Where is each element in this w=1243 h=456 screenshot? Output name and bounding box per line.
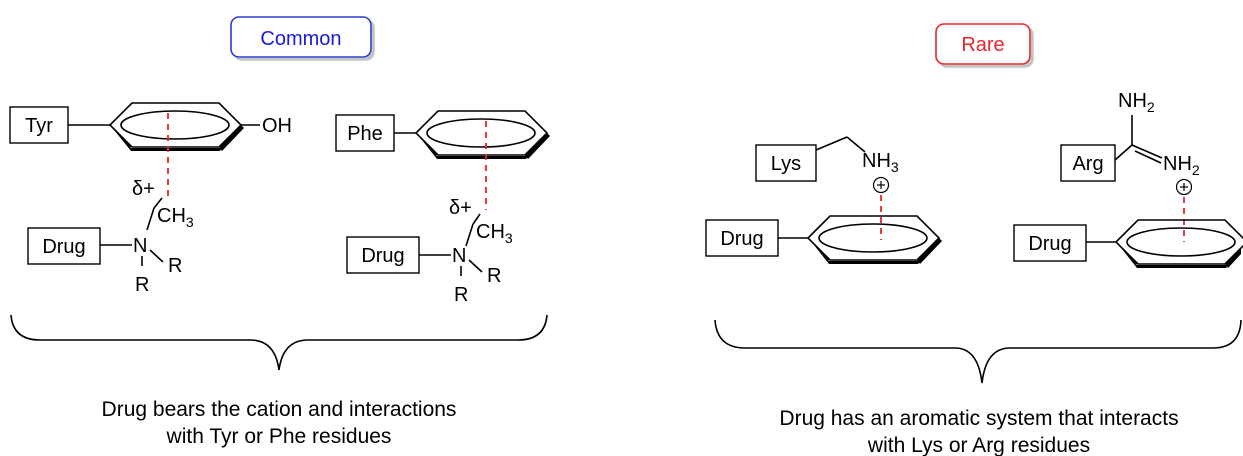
tyr-interaction: Tyr OH δ+ CH3 Drug N R R <box>9 102 292 296</box>
arg-interaction: NH2 Arg NH2 Drug <box>1013 90 1243 268</box>
rare-label: Rare <box>961 34 1004 56</box>
tyr-box <box>9 106 69 144</box>
n-label-2: N <box>452 245 466 267</box>
lys-box <box>755 144 817 182</box>
ch3-label-1: CH3 <box>157 205 194 230</box>
plus-charge-icon-2 <box>1175 178 1193 196</box>
arg-drug-benzene-ring <box>1114 219 1243 268</box>
left-caption-line1: Drug bears the cation and interactions <box>102 398 457 421</box>
right-caption-line1: Drug has an aromatic system that interac… <box>779 407 1178 430</box>
arg-label: Arg <box>1072 153 1103 175</box>
drug-label-2: Drug <box>361 245 404 267</box>
delta-plus-label-2: δ+ <box>449 197 472 219</box>
common-header-box <box>230 16 372 58</box>
drug-box-1 <box>27 227 101 265</box>
right-caption-line2: with Lys or Arg residues <box>867 434 1090 456</box>
nh3-label: NH3 <box>862 150 899 175</box>
tyr-benzene-ring <box>108 102 244 151</box>
common-label: Common <box>260 28 341 50</box>
phe-benzene-ring <box>414 110 550 159</box>
n-label-1: N <box>133 235 147 257</box>
rare-header: Rare <box>935 23 1031 65</box>
r-label-1b: R <box>135 274 149 296</box>
left-caption-line2: with Tyr or Phe residues <box>166 425 392 448</box>
drug-box-3 <box>705 219 779 257</box>
lys-drug-benzene-ring <box>806 215 942 264</box>
ch3-label-2: CH3 <box>476 221 513 246</box>
r-label-2b: R <box>454 284 468 306</box>
left-brace <box>10 314 548 371</box>
tyr-label: Tyr <box>25 115 53 137</box>
lys-interaction: Lys NH3 Drug <box>705 136 942 264</box>
r-label-1a: R <box>168 255 182 277</box>
delta-plus-label-1: δ+ <box>132 178 155 200</box>
oh-label: OH <box>262 115 292 137</box>
common-header: Common <box>230 16 372 58</box>
nh2-label-top: NH2 <box>1118 90 1155 115</box>
plus-charge-icon-1 <box>872 176 890 194</box>
drug-label-3: Drug <box>720 228 763 250</box>
nh2-label-bottom: NH2 <box>1163 153 1200 178</box>
right-brace <box>714 319 1242 384</box>
rare-header-box <box>935 23 1031 65</box>
arg-box <box>1060 144 1116 182</box>
phe-label: Phe <box>347 123 383 145</box>
phe-interaction: Phe δ+ CH3 Drug N R R <box>335 110 550 306</box>
drug-label-4: Drug <box>1028 233 1071 255</box>
lys-label: Lys <box>771 153 801 175</box>
r-label-2a: R <box>487 265 501 287</box>
drug-box-4 <box>1013 224 1087 262</box>
phe-box <box>335 114 395 152</box>
drug-label-1: Drug <box>42 236 85 258</box>
